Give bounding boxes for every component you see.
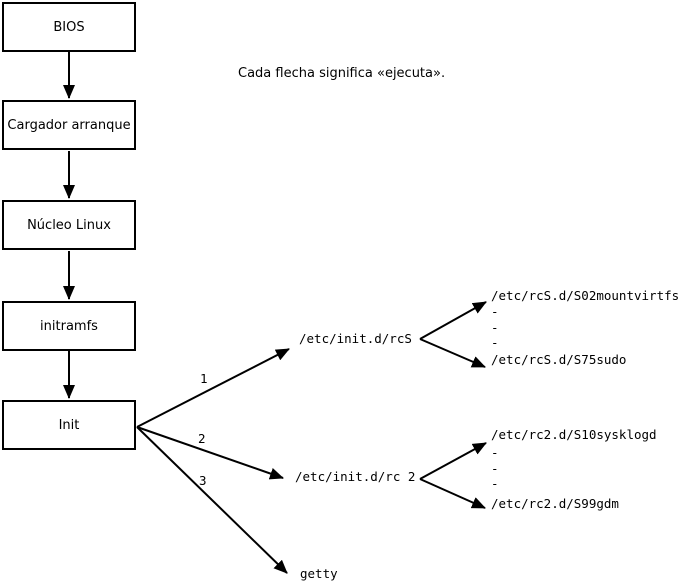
arrow-rcs-to-first-script bbox=[419, 301, 487, 340]
arrow-rcs-to-last-script bbox=[419, 338, 486, 368]
rcs-dash: - bbox=[491, 320, 499, 335]
arrow-rc2-to-last-script bbox=[419, 478, 486, 509]
branch-2-number: 2 bbox=[198, 431, 206, 446]
box-bios: BIOS bbox=[2, 2, 136, 52]
branch-3-number: 3 bbox=[199, 473, 207, 488]
rc2-dash: - bbox=[491, 445, 499, 460]
box-init: Init bbox=[2, 400, 136, 450]
rc2-dash: - bbox=[491, 476, 499, 491]
rc2-last-script: /etc/rc2.d/S99gdm bbox=[491, 496, 619, 511]
legend-note: Cada flecha significa «ejecuta». bbox=[238, 66, 446, 81]
rcs-first-script: /etc/rcS.d/S02mountvirtfs bbox=[491, 288, 680, 303]
branch-2-target-rc2: /etc/init.d/rc 2 bbox=[295, 469, 416, 484]
box-initramfs: initramfs bbox=[2, 301, 136, 351]
arrow-rc2-to-first-script bbox=[419, 442, 487, 480]
branch-3-target-getty: getty bbox=[300, 566, 338, 581]
branch-1-number: 1 bbox=[200, 371, 208, 386]
arrow-init-to-getty bbox=[136, 426, 288, 574]
box-kernel: Núcleo Linux bbox=[2, 200, 136, 250]
box-bootloader: Cargador arranque bbox=[2, 100, 136, 150]
rcs-dash: - bbox=[491, 335, 499, 350]
rcs-last-script: /etc/rcS.d/S75sudo bbox=[491, 352, 627, 367]
arrow-init-to-rcs bbox=[136, 348, 290, 428]
rc2-dash: - bbox=[491, 461, 499, 476]
rcs-dash: - bbox=[491, 304, 499, 319]
branch-1-target-rcs: /etc/init.d/rcS bbox=[299, 331, 412, 346]
arrow-init-to-rc2 bbox=[136, 426, 284, 480]
rc2-first-script: /etc/rc2.d/S10sysklogd bbox=[491, 427, 657, 442]
